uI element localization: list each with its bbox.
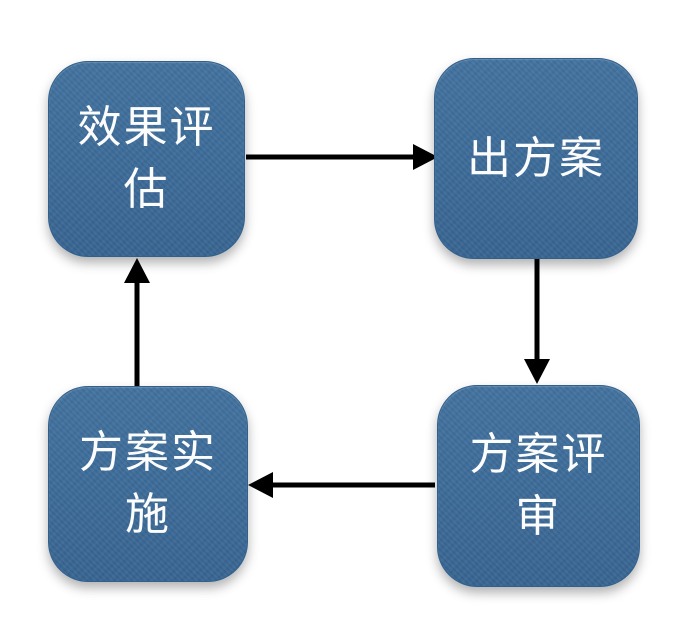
node-label-line: 方案评: [469, 430, 608, 479]
node-plan-review: 方案评 审: [437, 385, 640, 587]
node-plan-implementation: 方案实 施: [48, 386, 248, 582]
node-label-line: 估: [123, 165, 170, 214]
arrow-effect-evaluation-to-produce-plan: [246, 144, 438, 170]
arrow-plan-review-to-plan-implementation: [248, 472, 435, 498]
node-produce-plan: 出方案: [434, 58, 638, 259]
arrow-produce-plan-to-plan-review: [524, 259, 550, 384]
node-label-line: 出方案: [467, 133, 605, 183]
arrow-plan-implementation-to-effect-evaluation: [124, 258, 150, 386]
node-label-line: 方案实: [79, 428, 217, 477]
node-effect-evaluation: 效果评 估: [48, 61, 245, 257]
node-label-line: 审: [515, 492, 562, 541]
node-label-line: 施: [125, 490, 171, 539]
node-label-line: 效果评: [77, 103, 216, 152]
